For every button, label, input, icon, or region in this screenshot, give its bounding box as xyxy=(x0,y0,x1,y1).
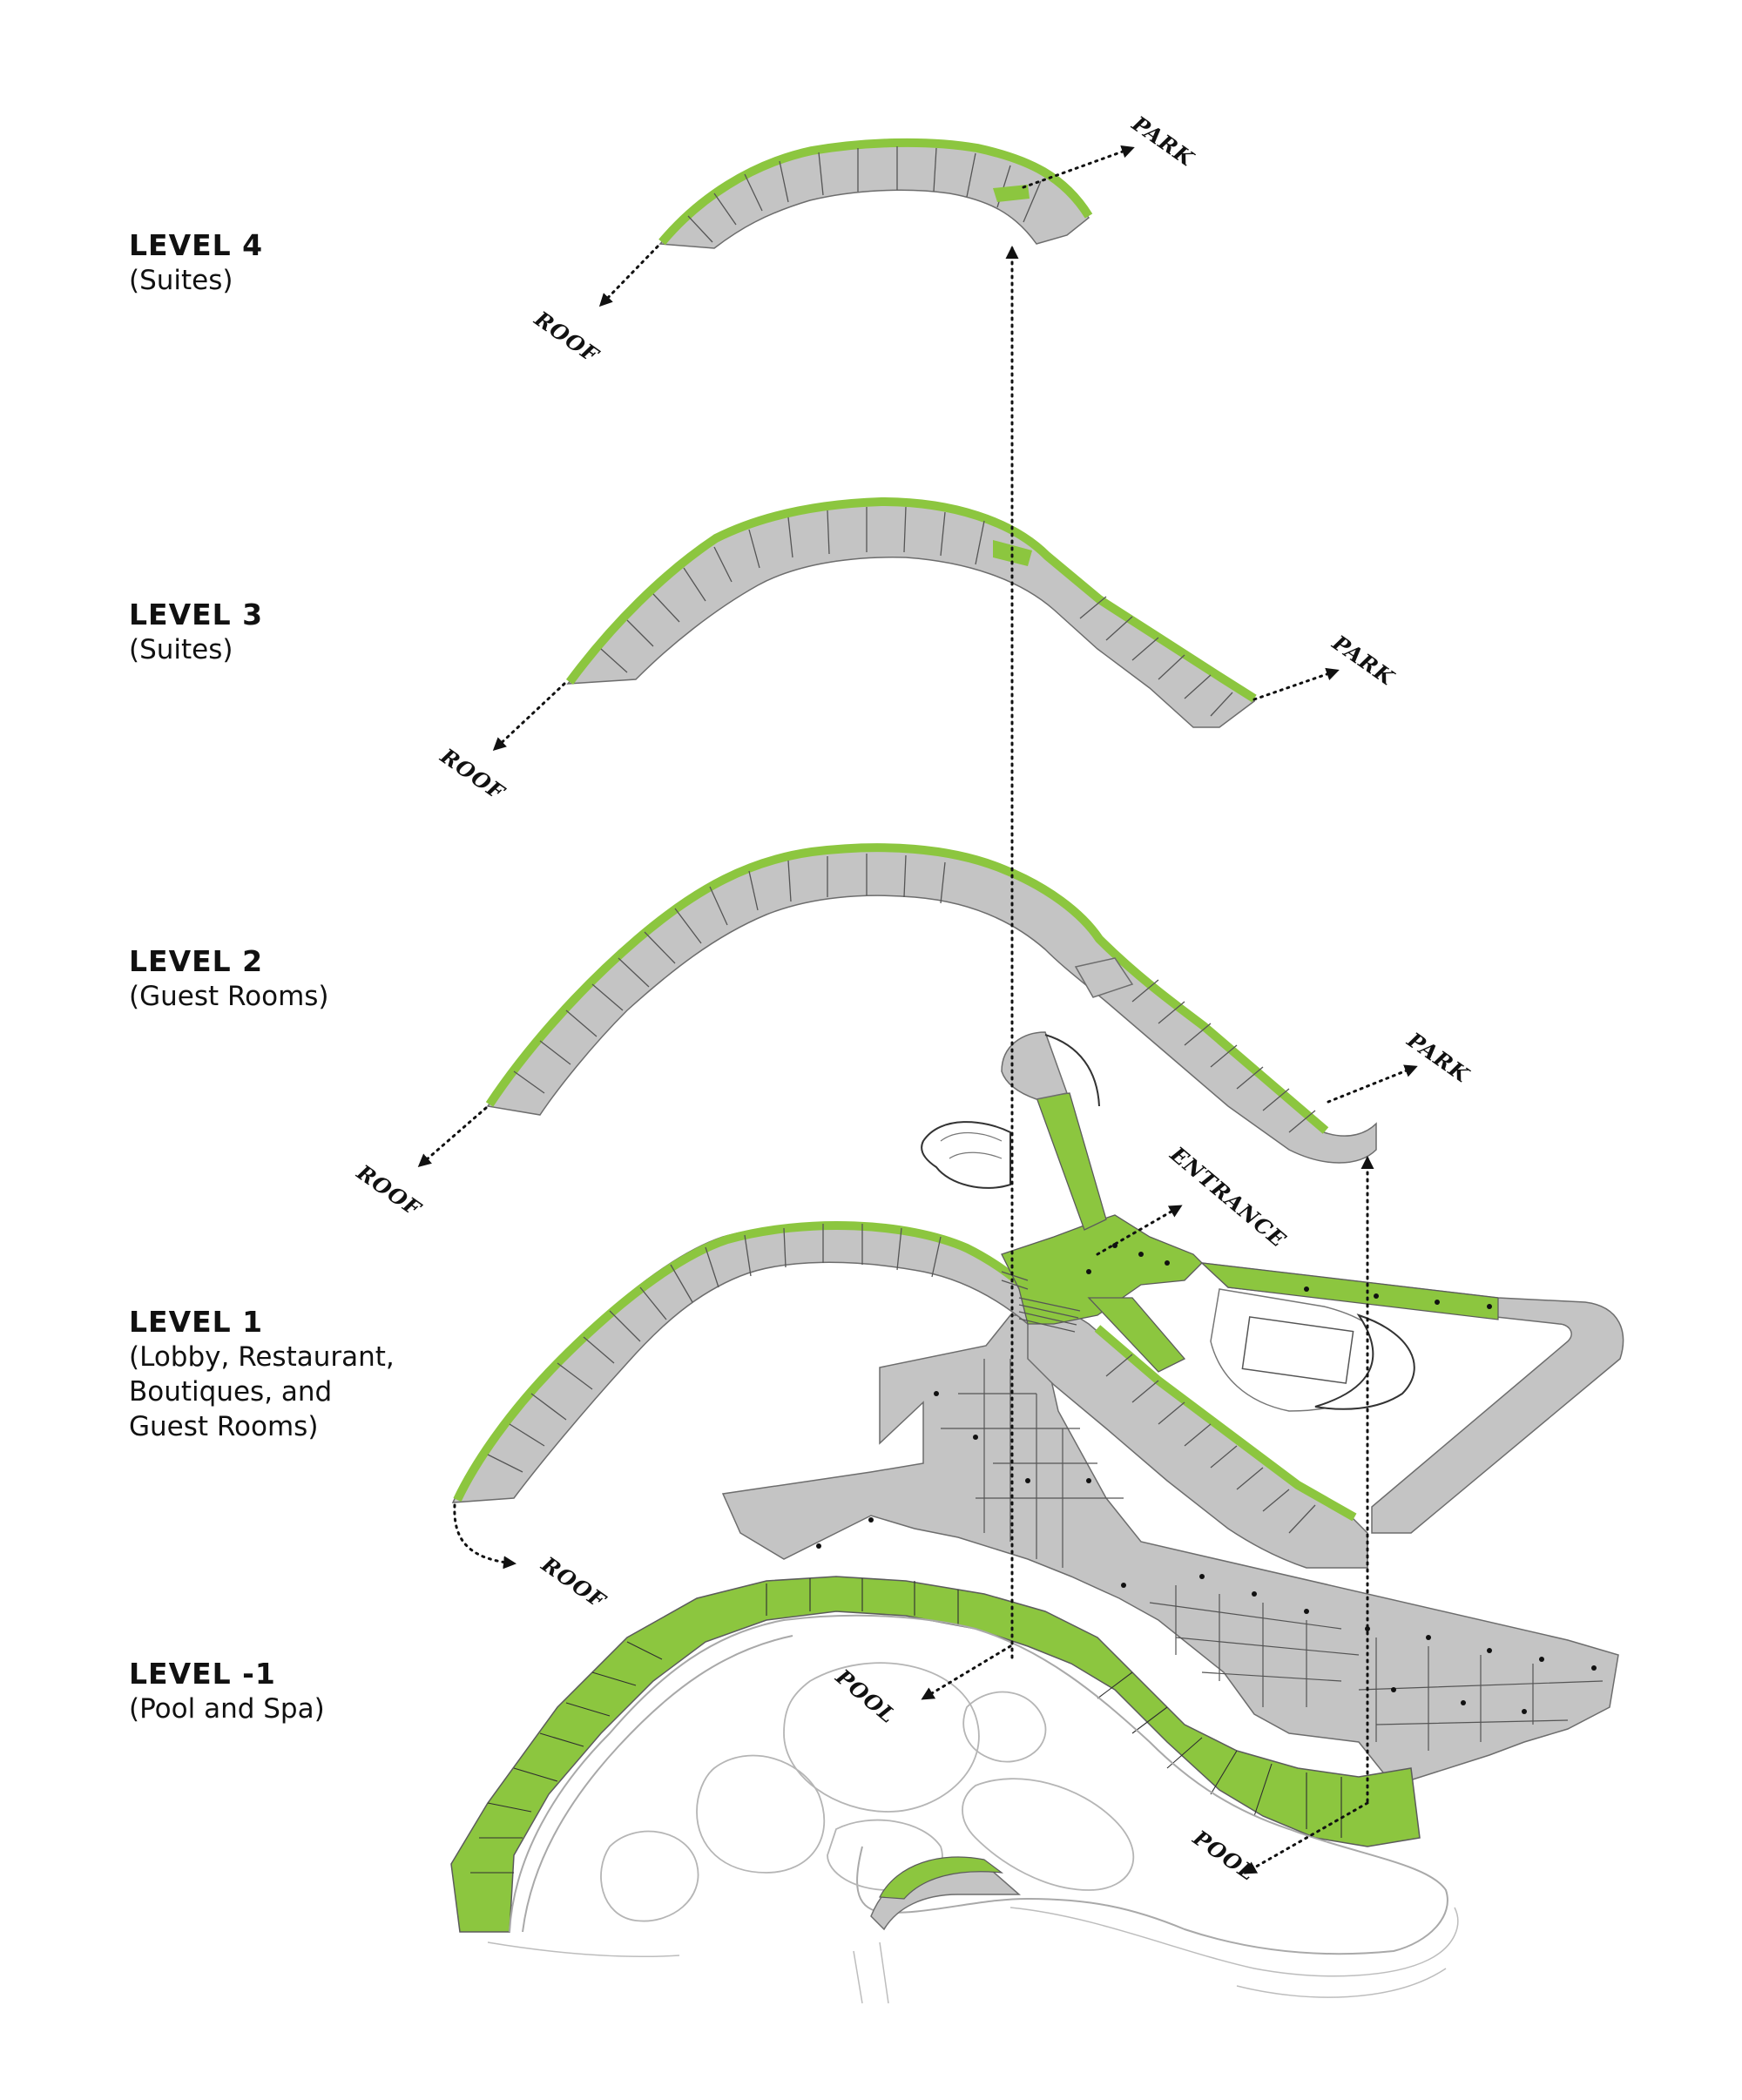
level-1-label: LEVEL 1 (Lobby, Restaurant, Boutiques, a… xyxy=(129,1305,395,1444)
l2-room-dividers xyxy=(513,854,1316,1133)
l3-park-arrow xyxy=(1252,667,1340,701)
l1-roof-arrow xyxy=(453,1503,517,1570)
lower-terrace-green xyxy=(879,1856,1004,1900)
tennis-court xyxy=(1241,1316,1354,1384)
l3-room-dividers xyxy=(600,506,1233,717)
level-3-plan xyxy=(565,496,1257,728)
level-2-label: LEVEL 2 (Guest Rooms) xyxy=(129,944,329,1014)
l2-roof-label: ROOF xyxy=(352,1159,427,1222)
level-subtitle: (Suites) xyxy=(129,265,233,296)
l4-park-arrow xyxy=(1022,145,1135,189)
l1-restaurant-inner xyxy=(940,1131,1003,1159)
level-subtitle: (Lobby, Restaurant, xyxy=(129,1341,395,1373)
level-subtitle: (Suites) xyxy=(129,634,233,665)
structural-dots xyxy=(816,1391,1597,1714)
level-subtitle: Boutiques, and xyxy=(129,1376,333,1408)
l1-lobby-spine xyxy=(1036,1092,1107,1231)
level-minus1-plan xyxy=(450,1314,1619,2004)
l1-entrance-label: ENTRANCE xyxy=(1165,1141,1291,1253)
level-subtitle: (Guest Rooms) xyxy=(129,981,329,1012)
l3-guest-room-band xyxy=(566,503,1256,728)
lm1-pool-upper-arrow xyxy=(921,1644,1012,1700)
pool-deck-outline xyxy=(509,1614,1448,1955)
level-title: LEVEL -1 xyxy=(129,1657,276,1691)
level-title: LEVEL 3 xyxy=(129,598,264,631)
level-title: LEVEL 2 xyxy=(129,944,264,978)
l4-roof-label: ROOF xyxy=(530,306,604,368)
l1-pavilion-curve xyxy=(1044,1034,1100,1107)
level-minus1-label: LEVEL -1 (Pool and Spa) xyxy=(129,1657,325,1726)
l3-green-accent xyxy=(993,540,1032,566)
l3-corridor xyxy=(565,496,1257,703)
l1-roof-label: ROOF xyxy=(537,1551,611,1614)
spa-green-rooms xyxy=(470,1578,1342,1874)
l1-right-corridor xyxy=(1094,1325,1357,1522)
l4-park-label: PARK xyxy=(1127,111,1199,172)
level-1-plan xyxy=(451,1031,1624,1569)
l2-end-block xyxy=(1074,957,1134,998)
site-lines-2 xyxy=(487,1941,1447,1998)
lm1-pool-lower-label: POOL xyxy=(1188,1825,1261,1887)
l4-corridor xyxy=(658,138,1093,246)
spa-service-block xyxy=(721,1314,1619,1786)
vertical-connectors xyxy=(1005,246,1374,1805)
l3-roof-arrow xyxy=(492,682,566,752)
l1-room-dividers xyxy=(487,1224,942,1473)
l3-roof-label: ROOF xyxy=(436,743,510,806)
l2-park-label: PARK xyxy=(1402,1027,1475,1088)
level-4-label: LEVEL 4 (Suites) xyxy=(129,228,263,298)
l4-green-accent xyxy=(993,185,1030,202)
spa-room-grid xyxy=(941,1359,1604,1751)
l1-restaurant-shell xyxy=(921,1121,1011,1189)
level-4-plan xyxy=(658,138,1093,249)
lm1-pool-upper-label: POOL xyxy=(830,1664,901,1729)
level-subtitle: (Pool and Spa) xyxy=(129,1693,325,1725)
level-title: LEVEL 1 xyxy=(129,1305,264,1339)
l1-pavilion xyxy=(1001,1031,1068,1100)
l2-corridor xyxy=(485,843,1329,1134)
courtyard-curve xyxy=(1314,1313,1415,1410)
l1-stairs xyxy=(1001,1271,1081,1333)
l2-roof-arrow xyxy=(417,1106,488,1167)
site-lines xyxy=(853,1907,1459,2004)
level-subtitle: Guest Rooms) xyxy=(129,1411,319,1442)
l1-lobby-link xyxy=(1087,1297,1186,1373)
level-3-label: LEVEL 3 (Suites) xyxy=(129,598,263,667)
l3-park-label: PARK xyxy=(1327,630,1400,691)
pool-deck-outline-2 xyxy=(522,1635,793,1933)
l4-room-dividers xyxy=(687,146,1042,243)
l4-roof-arrow xyxy=(598,245,659,307)
spa-green-wing xyxy=(450,1576,1421,1933)
level-title: LEVEL 4 xyxy=(129,228,264,262)
l2-guest-room-band xyxy=(486,848,1377,1164)
l1-right-dividers xyxy=(1105,1354,1316,1534)
level-2-plan xyxy=(485,843,1377,1164)
lm1-pool-lower-arrow xyxy=(1243,1801,1369,1874)
l1-courtyard-green xyxy=(1200,1262,1499,1320)
l1-courtyard-ring xyxy=(1199,1261,1624,1534)
l1-entrance-arrow xyxy=(1096,1205,1183,1256)
l2-park-arrow xyxy=(1327,1064,1418,1104)
l1-corridor xyxy=(453,1221,1030,1502)
